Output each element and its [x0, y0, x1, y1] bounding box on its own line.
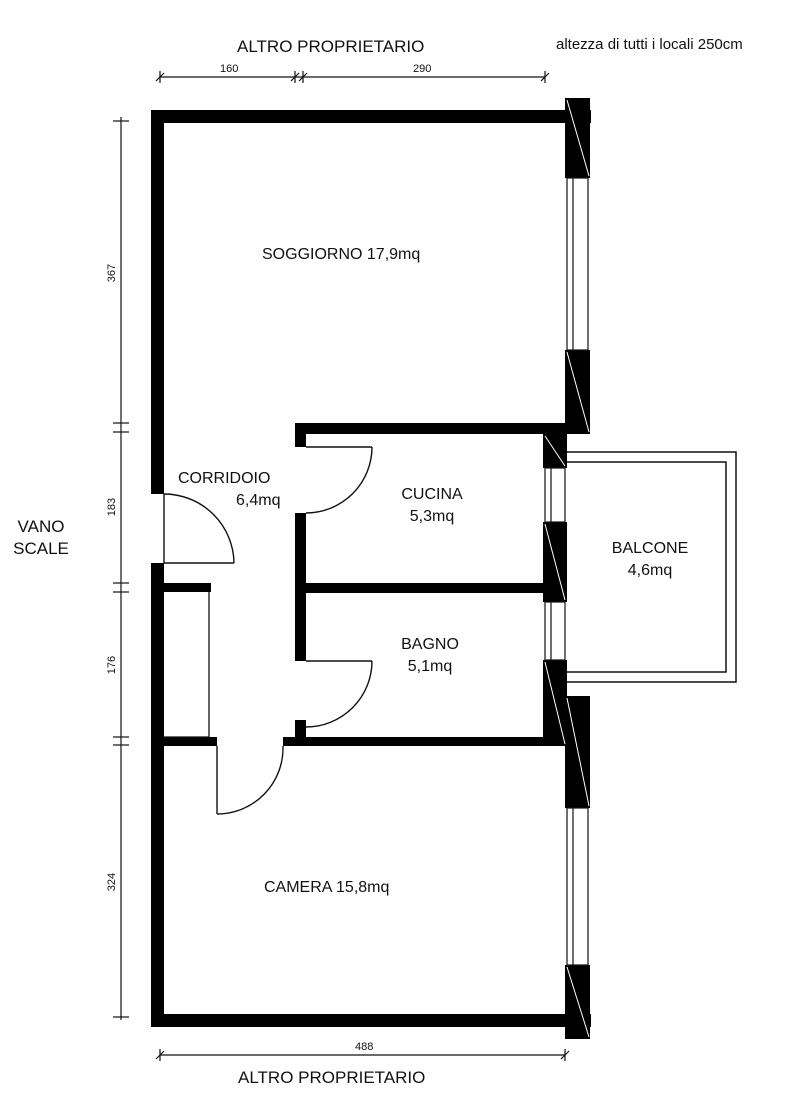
- bottom-neighbor-label: ALTRO PROPRIETARIO: [238, 1068, 426, 1087]
- room-soggiorno: SOGGIORNO 17,9mq: [262, 246, 421, 263]
- stairwell-line-2: SCALE: [13, 539, 69, 558]
- top-neighbor-label: ALTRO PROPRIETARIO: [237, 37, 425, 56]
- stairwell-label: VANO SCALE: [10, 516, 72, 560]
- windows: [544, 177, 589, 966]
- dimension-top-left: 160: [220, 63, 239, 75]
- room-corridoio-area: 6,4mq: [236, 492, 281, 509]
- ceiling-height-note: altezza di tutti i locali 250cm: [556, 36, 743, 53]
- balcony-outline: [566, 451, 737, 683]
- room-bagno: BAGNO 5,1mq: [375, 634, 485, 678]
- dimension-left-1: 367: [106, 263, 118, 283]
- room-cucina-area: 5,3mq: [409, 508, 455, 525]
- closet-lines: [164, 592, 210, 738]
- room-bagno-area: 5,1mq: [407, 658, 453, 675]
- door-swings: [163, 446, 373, 815]
- room-balcone: BALCONE 4,6mq: [595, 538, 705, 582]
- stairwell-line-1: VANO: [17, 517, 65, 536]
- wall-hatching: [544, 99, 590, 1038]
- dimension-left-3: 176: [106, 655, 118, 675]
- room-camera: CAMERA 15,8mq: [264, 879, 390, 896]
- room-cucina-name: CUCINA: [401, 486, 463, 503]
- room-bagno-name: BAGNO: [401, 636, 459, 653]
- dimension-bottom: 488: [355, 1041, 374, 1053]
- room-corridoio: CORRIDOIO 6,4mq: [178, 468, 298, 512]
- dimension-top-right: 290: [413, 63, 432, 75]
- dimension-left-2: 183: [106, 497, 118, 517]
- room-balcone-area: 4,6mq: [627, 562, 673, 579]
- room-balcone-name: BALCONE: [611, 540, 689, 557]
- room-cucina: CUCINA 5,3mq: [377, 484, 487, 528]
- dimension-left-4: 324: [106, 872, 118, 892]
- dimension-lines: [113, 71, 570, 1061]
- room-corridoio-name: CORRIDOIO: [178, 470, 271, 487]
